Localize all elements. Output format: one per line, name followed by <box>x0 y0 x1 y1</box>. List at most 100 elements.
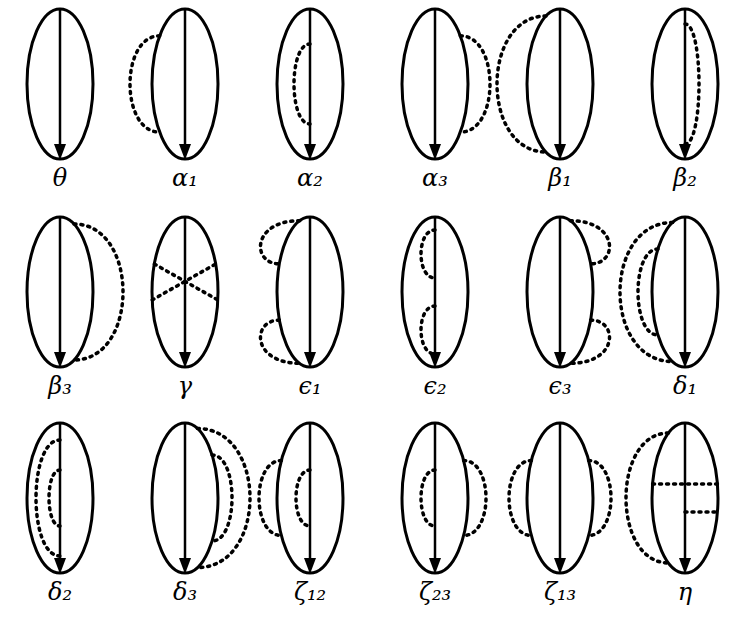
diagram-label: α₃ <box>422 165 448 191</box>
vacuum-diagram <box>259 423 343 574</box>
fermion-loop <box>277 217 343 367</box>
photon-line <box>152 264 215 300</box>
fermion-loop <box>652 9 718 159</box>
arrow-head <box>429 558 441 574</box>
fermion-line <box>434 9 437 147</box>
photon-line <box>460 36 490 132</box>
fermion-loop <box>527 9 593 159</box>
arrow-head <box>304 352 316 368</box>
fermion-loop <box>402 9 468 159</box>
vacuum-diagram <box>27 9 93 160</box>
arrow-head <box>429 144 441 160</box>
vacuum-diagram <box>620 217 718 368</box>
arrow-head <box>179 558 191 574</box>
diagram-label: ζ₂₃ <box>419 579 451 605</box>
fermion-loop <box>527 217 593 367</box>
photon-line <box>260 320 299 363</box>
arrow-head <box>304 558 316 574</box>
arrow-head <box>679 144 691 160</box>
diagram-label: ϵ₃ <box>548 373 571 399</box>
fermion-line <box>309 423 312 561</box>
fermion-loop <box>27 217 93 367</box>
fermion-line <box>684 423 687 561</box>
fermion-line <box>559 9 562 147</box>
photon-line <box>685 510 717 514</box>
photon-line <box>620 222 673 361</box>
diagram-label: α₁ <box>172 165 198 191</box>
arrow-head <box>54 144 66 160</box>
photon-line <box>589 461 611 536</box>
photon-line <box>49 470 60 526</box>
fermion-line <box>434 423 437 561</box>
photon-line <box>497 16 546 152</box>
fermion-loop <box>652 217 718 367</box>
photon-line <box>653 482 718 486</box>
diagram-label: ϵ₁ <box>298 373 321 399</box>
vacuum-diagram <box>27 423 93 574</box>
photon-line <box>626 433 669 563</box>
arrow-head <box>179 352 191 368</box>
fermion-loop <box>152 217 218 367</box>
diagram-label: β₃ <box>48 373 72 399</box>
photon-line <box>74 224 123 360</box>
arrow-head <box>54 352 66 368</box>
diagram-label: θ <box>53 165 67 191</box>
diagram-label: β₁ <box>548 165 572 191</box>
photon-line <box>197 428 250 567</box>
fermion-line <box>309 9 312 147</box>
fermion-loop <box>527 423 593 573</box>
fermion-loop <box>277 9 343 159</box>
fermion-line <box>59 9 62 147</box>
fermion-loop <box>652 423 718 573</box>
fermion-line <box>184 217 187 355</box>
vacuum-diagram <box>27 217 123 368</box>
photon-line <box>421 470 435 526</box>
fermion-line <box>559 217 562 355</box>
arrow-head <box>179 144 191 160</box>
vacuum-diagram <box>402 423 486 574</box>
fermion-loop <box>27 9 93 159</box>
photon-line <box>260 221 299 264</box>
diagram-label: ϵ₂ <box>423 373 446 399</box>
diagram-label: δ₂ <box>48 579 72 605</box>
fermion-loop <box>402 423 468 573</box>
vacuum-diagram <box>152 217 218 368</box>
fermion-line <box>184 9 187 147</box>
diagram-label: δ₁ <box>673 373 697 399</box>
arrow-head <box>554 558 566 574</box>
vacuum-diagram <box>260 217 343 368</box>
vacuum-diagram <box>497 9 593 160</box>
vacuum-diagram <box>402 9 490 160</box>
arrow-head <box>554 144 566 160</box>
arrow-head <box>554 352 566 368</box>
diagram-label: γ <box>178 373 192 399</box>
photon-line <box>570 221 609 264</box>
photon-line <box>130 36 160 132</box>
fermion-line <box>309 217 312 355</box>
vacuum-diagram <box>277 9 343 160</box>
diagram-label: α₂ <box>297 165 323 191</box>
vacuum-diagram <box>652 9 718 160</box>
vacuum-diagram <box>509 423 611 574</box>
diagram-label: δ₃ <box>173 579 197 605</box>
vacuum-diagram <box>626 423 718 574</box>
fermion-loop <box>152 423 218 573</box>
photon-line <box>685 24 699 144</box>
fermion-line <box>59 217 62 355</box>
diagram-label: η <box>678 579 692 605</box>
photon-line <box>212 455 232 541</box>
arrow-head <box>679 352 691 368</box>
fermion-line <box>684 9 687 147</box>
arrow-head <box>54 558 66 574</box>
fermion-loop <box>402 217 468 367</box>
photon-line <box>296 470 310 526</box>
fermion-line <box>684 217 687 355</box>
photon-line <box>421 230 435 278</box>
fermion-line <box>184 423 187 561</box>
vacuum-diagram <box>130 9 218 160</box>
fermion-loop <box>277 423 343 573</box>
photon-line <box>570 320 609 363</box>
photon-line <box>421 306 435 354</box>
